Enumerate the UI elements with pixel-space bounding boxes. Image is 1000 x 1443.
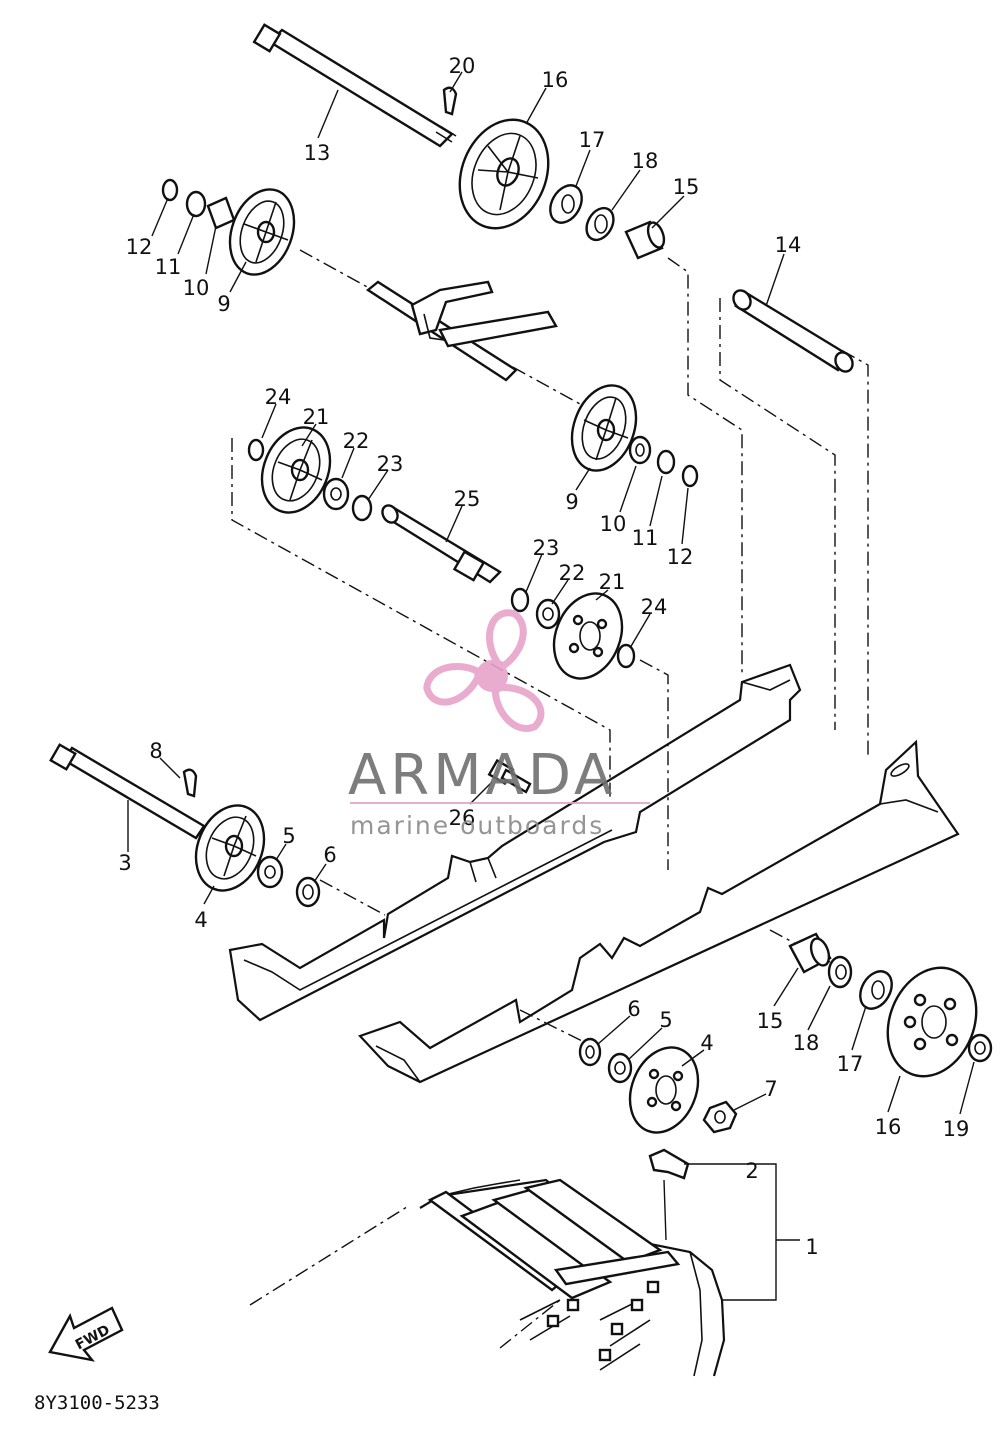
callout-c-4a: 4	[194, 908, 207, 932]
rear-large-wheel-set	[788, 932, 993, 1078]
callout-c-19: 19	[943, 1117, 970, 1141]
callout-c-15b: 15	[757, 1009, 784, 1033]
callout-c-22b: 22	[559, 561, 586, 585]
track-clip	[648, 1148, 690, 1180]
callout-c-21b: 21	[599, 570, 626, 594]
callout-c-12b: 12	[667, 545, 694, 569]
drive-track	[419, 1178, 726, 1377]
callout-c-2: 2	[745, 1159, 758, 1183]
cotter-pin-upper	[442, 86, 458, 116]
reference-brackets	[663, 1163, 800, 1301]
callout-c-12a: 12	[126, 235, 153, 259]
lower-front-axle	[49, 743, 206, 840]
middle-right-wheel-set	[570, 384, 699, 488]
callout-c-16b: 16	[875, 1115, 902, 1139]
lower-front-wheel-set	[194, 804, 321, 908]
callout-c-9b: 9	[565, 490, 578, 514]
slide-rail-right	[358, 739, 960, 1084]
upper-bearing-set	[549, 184, 666, 260]
callout-c-5b: 5	[659, 1008, 672, 1032]
callout-c-21a: 21	[303, 405, 330, 429]
callout-c-17a: 17	[579, 128, 606, 152]
callout-c-24b: 24	[641, 595, 668, 619]
callout-c-4b: 4	[700, 1031, 713, 1055]
upper-axle-shaft	[252, 23, 457, 148]
watermark-brand: ARMADA	[348, 743, 616, 808]
callout-c-20: 20	[449, 54, 476, 78]
callout-c-24a: 24	[265, 385, 292, 409]
callout-c-17b: 17	[837, 1052, 864, 1076]
callout-c-6b: 6	[627, 997, 640, 1021]
callout-c-18b: 18	[793, 1031, 820, 1055]
callout-c-8: 8	[149, 739, 162, 763]
callout-c-18a: 18	[632, 149, 659, 173]
callout-c-7: 7	[764, 1077, 777, 1101]
mid-left-wheel-set	[247, 426, 373, 522]
callout-c-15a: 15	[673, 175, 700, 199]
callout-c-25: 25	[454, 487, 481, 511]
propeller-logo-icon	[423, 609, 545, 732]
diagram-reference-code: 8Y3100-5233	[34, 1392, 160, 1414]
callout-c-1: 1	[805, 1235, 818, 1259]
upper-left-wheel-set	[161, 178, 296, 276]
spacer-tube	[732, 289, 854, 373]
armada-watermark: ARMADA marine outboards	[348, 609, 650, 840]
mid-right-small-wheel-set	[510, 587, 636, 680]
callout-c-6a: 6	[323, 843, 336, 867]
callout-c-10b: 10	[600, 512, 627, 536]
callout-c-11b: 11	[632, 526, 659, 550]
callout-c-13: 13	[304, 141, 331, 165]
callout-c-10a: 10	[183, 276, 210, 300]
callout-c-26: 26	[449, 806, 476, 830]
callout-c-16a: 16	[542, 68, 569, 92]
callout-c-22a: 22	[343, 429, 370, 453]
mounting-bolt	[487, 758, 532, 794]
watermark-tagline: marine outboards	[350, 811, 604, 840]
callout-c-5a: 5	[282, 824, 295, 848]
slide-rail-left	[228, 663, 802, 1022]
callout-c-23a: 23	[377, 452, 404, 476]
lower-rear-wheel-set	[578, 1037, 738, 1134]
callout-c-3: 3	[118, 851, 131, 875]
center-cross-shaft-assembly	[365, 280, 558, 382]
callout-c-23b: 23	[533, 536, 560, 560]
cotter-pin-lower	[182, 768, 198, 798]
middle-shaft	[381, 504, 502, 584]
callout-c-11a: 11	[155, 255, 182, 279]
forward-direction-arrow: FWD	[48, 1306, 124, 1362]
callout-c-9a: 9	[217, 292, 230, 316]
upper-idler-wheel-large	[458, 118, 550, 230]
callout-c-14: 14	[775, 233, 802, 257]
leader-lines	[127, 71, 975, 1115]
